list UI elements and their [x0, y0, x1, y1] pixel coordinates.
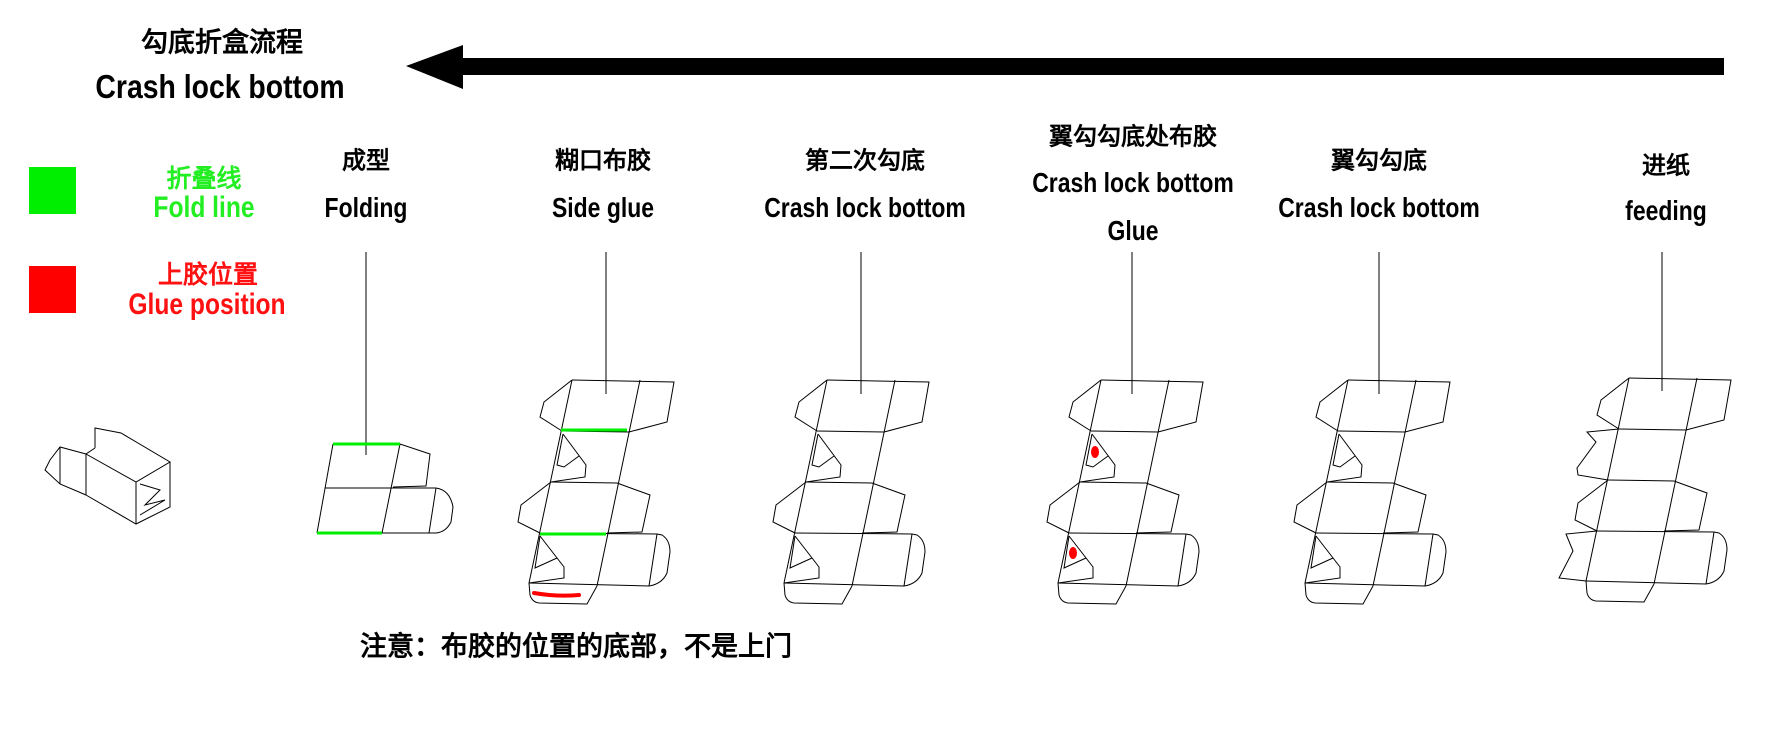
legend-glue-position-cn: 上胶位置	[157, 260, 259, 289]
side-glue-blank	[517, 379, 675, 605]
legend-fold-line-swatch	[29, 167, 76, 214]
step-crash-glue-label-en: Crash lock bottom	[1032, 167, 1234, 198]
step-folding-label-cn: 成型	[342, 146, 390, 175]
step-side-glue-label-en: Side glue	[551, 192, 655, 223]
flow-arrow-head-icon	[406, 45, 463, 89]
flow-arrow-shaft	[460, 58, 1724, 75]
diagram-title-en: Crash lock bottom	[95, 68, 345, 105]
step-second-crash-label-en: Crash lock bottom	[764, 192, 966, 223]
step-feeding-label-en: feeding	[1625, 195, 1707, 226]
folding-blank	[316, 442, 454, 535]
step-crash-glue-label-en2: Glue	[1107, 215, 1159, 246]
glue-dot	[1091, 446, 1099, 458]
finished-box-illustration	[44, 427, 171, 525]
flow-arrow	[406, 45, 1724, 89]
leader-lines	[365, 252, 1663, 455]
crash-lock-blank	[1293, 379, 1451, 605]
legend-fold-line-cn: 折叠线	[166, 164, 242, 193]
legend-glue-position-swatch	[29, 266, 76, 313]
step-folding-label-en: Folding	[324, 192, 408, 223]
legend-glue-position-en: Glue position	[128, 288, 286, 321]
feeding-blank	[1558, 377, 1732, 603]
step-side-glue-label-cn: 糊口布胶	[555, 146, 651, 175]
note-text: 注意：布胶的位置的底部，不是上门	[360, 631, 792, 663]
step-crash-lock-label-en: Crash lock bottom	[1278, 192, 1480, 223]
second-crash-blank	[772, 379, 930, 605]
step-second-crash-label-cn: 第二次勾底	[805, 146, 925, 175]
diagram-title-cn: 勾底折盒流程	[141, 27, 303, 59]
glue-dot	[1069, 547, 1077, 559]
crash-glue-blank	[1046, 379, 1204, 605]
step-feeding-label-cn: 进纸	[1642, 151, 1690, 180]
step-crash-lock-label-cn: 翼勾勾底	[1331, 146, 1427, 175]
legend-fold-line-en: Fold line	[153, 191, 255, 224]
glue-mark	[532, 591, 581, 598]
step-crash-glue-label-cn: 翼勾勾底处布胶	[1049, 122, 1217, 151]
